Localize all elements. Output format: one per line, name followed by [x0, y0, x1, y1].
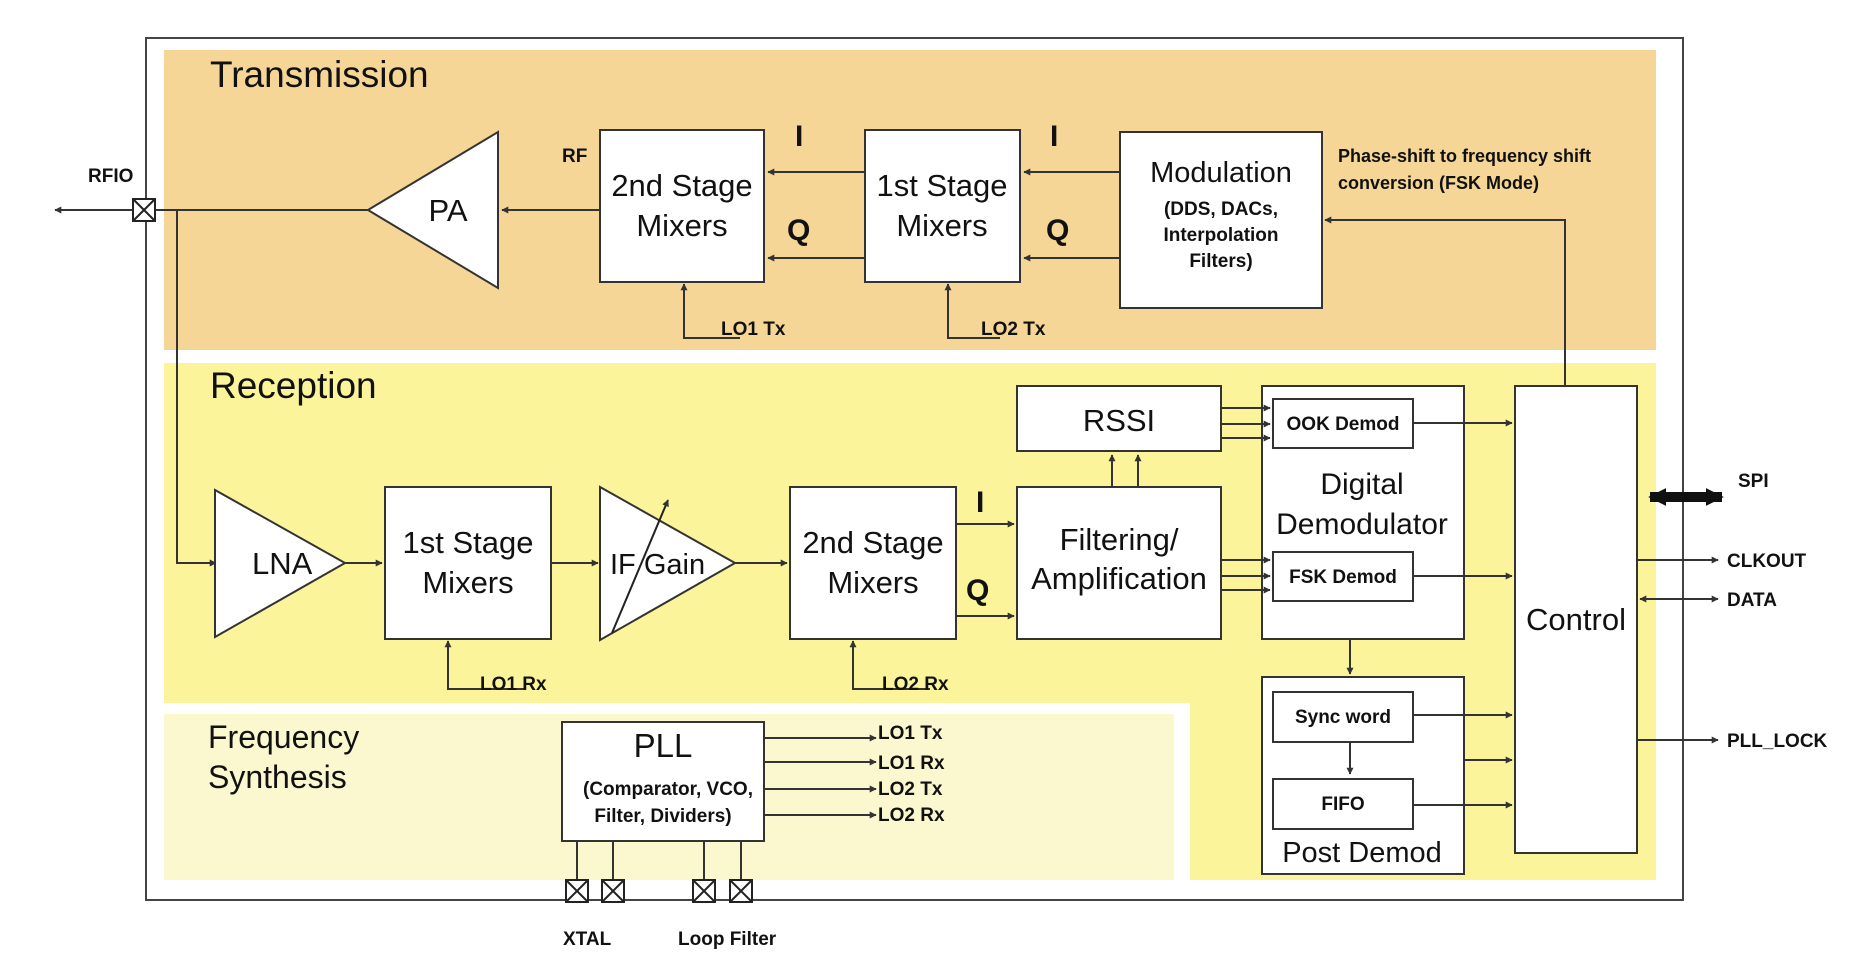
lo2-rx-label: LO2 Rx — [882, 674, 949, 695]
xtal-label: XTAL — [563, 929, 612, 950]
rx-mixer1-label-1: 1st Stage — [403, 525, 534, 560]
phase-shift-note-1: Phase-shift to frequency shift — [1338, 146, 1591, 166]
sync-word-block — [1272, 691, 1414, 743]
filtering-label-1: Filtering/ — [1060, 522, 1179, 557]
synthesis-title-line1: Frequency — [208, 719, 359, 755]
spi-label: SPI — [1738, 471, 1769, 492]
rx-mixer2-label-1: 2nd Stage — [802, 525, 943, 560]
filtering-label-2: Amplification — [1031, 561, 1207, 596]
tx-mixer2-block — [599, 129, 765, 283]
tx-i-label-2: I — [1050, 120, 1058, 153]
tx-q-label-2: Q — [1046, 214, 1069, 247]
lo1-rx-feed — [444, 640, 525, 690]
pll-title: PLL — [634, 727, 693, 764]
modulation-line4: Filters) — [1189, 251, 1252, 272]
tx-mixer2-label-1: 2nd Stage — [611, 168, 752, 203]
rx-q-label: Q — [966, 574, 989, 607]
pll-lock-label: PLL_LOCK — [1727, 731, 1828, 752]
modulation-block — [1119, 131, 1323, 309]
transmission-title: Transmission — [210, 54, 429, 95]
tx-mixer1-label-1: 1st Stage — [877, 168, 1008, 203]
control-label: Control — [1526, 602, 1626, 637]
ook-demod-block — [1272, 398, 1414, 449]
ifgain-triangle — [599, 485, 738, 642]
digital-demod-label-1: Digital — [1320, 468, 1403, 501]
loop-filter-pin-2 — [729, 879, 753, 903]
tx-mixer1-label-2: Mixers — [896, 208, 987, 243]
modulation-line2: (DDS, DACs, — [1164, 199, 1278, 220]
lo1-tx-label: LO1 Tx — [721, 319, 786, 340]
rx-i-label: I — [976, 486, 984, 519]
tx-q-label-1: Q — [787, 214, 810, 247]
tx-i-label-1: I — [795, 120, 803, 153]
tx-mixer2-label-2: Mixers — [636, 208, 727, 243]
synthesis-title-line2: Synthesis — [208, 759, 347, 795]
rssi-label: RSSI — [1083, 403, 1155, 438]
modulation-line3: Interpolation — [1163, 225, 1278, 246]
clkout-label: CLKOUT — [1727, 551, 1807, 572]
lo2-rx-feed — [849, 640, 930, 690]
data-label: DATA — [1727, 590, 1777, 611]
control-block — [1514, 385, 1638, 854]
lo2-tx-label: LO2 Tx — [981, 319, 1046, 340]
lo1-tx-feed — [680, 283, 740, 339]
fsk-demod-label: FSK Demod — [1289, 567, 1397, 588]
rx-mixer1-label-2: Mixers — [422, 565, 513, 600]
ook-demod-label: OOK Demod — [1287, 414, 1400, 435]
pll-line3: Filter, Dividers) — [594, 806, 731, 827]
loop-filter-pin-1 — [692, 879, 716, 903]
pll-out-lo2tx: LO2 Tx — [878, 779, 943, 800]
pll-line2: (Comparator, VCO, — [583, 779, 753, 800]
ifgain-label: IF Gain — [610, 549, 705, 581]
control-to-modulation-arrow — [1324, 216, 1566, 386]
pll-out-lo2rx: LO2 Rx — [878, 805, 945, 826]
rfio-to-lna-wire — [176, 210, 217, 567]
pa-label: PA — [428, 193, 467, 228]
phase-shift-note-2: conversion (FSK Mode) — [1338, 173, 1539, 193]
pll-out-lo1rx: LO1 Rx — [878, 753, 945, 774]
filtering-block — [1016, 486, 1222, 640]
rx-mixer2-label-2: Mixers — [827, 565, 918, 600]
pll-block — [561, 721, 765, 842]
reception-title: Reception — [210, 365, 377, 406]
fifo-block — [1272, 778, 1414, 830]
rssi-block — [1016, 385, 1222, 452]
xtal-pin-1 — [565, 879, 589, 903]
pa-triangle — [366, 130, 499, 290]
fsk-demod-block — [1272, 551, 1414, 602]
rx-mixer1-block — [384, 486, 552, 640]
lna-label: LNA — [252, 546, 313, 581]
tx-rf-label: RF — [562, 146, 587, 167]
pll-out-lo1tx: LO1 Tx — [878, 723, 943, 744]
sync-word-label: Sync word — [1295, 707, 1391, 728]
post-demod-label: Post Demod — [1282, 837, 1442, 869]
modulation-title: Modulation — [1150, 157, 1292, 189]
fifo-label: FIFO — [1321, 794, 1364, 815]
rfio-label: RFIO — [88, 166, 133, 187]
lo1-rx-label: LO1 Rx — [480, 674, 547, 695]
xtal-pin-2 — [601, 879, 625, 903]
loop-filter-label: Loop Filter — [678, 929, 777, 950]
lo2-tx-feed — [944, 283, 1000, 339]
rx-mixer2-block — [789, 486, 957, 640]
tx-mixer1-block — [864, 129, 1021, 283]
lna-triangle — [214, 488, 348, 639]
ifgain-variable-arrow — [611, 499, 669, 634]
rfio-pin-cross — [132, 198, 156, 222]
digital-demod-label-2: Demodulator — [1276, 508, 1448, 541]
